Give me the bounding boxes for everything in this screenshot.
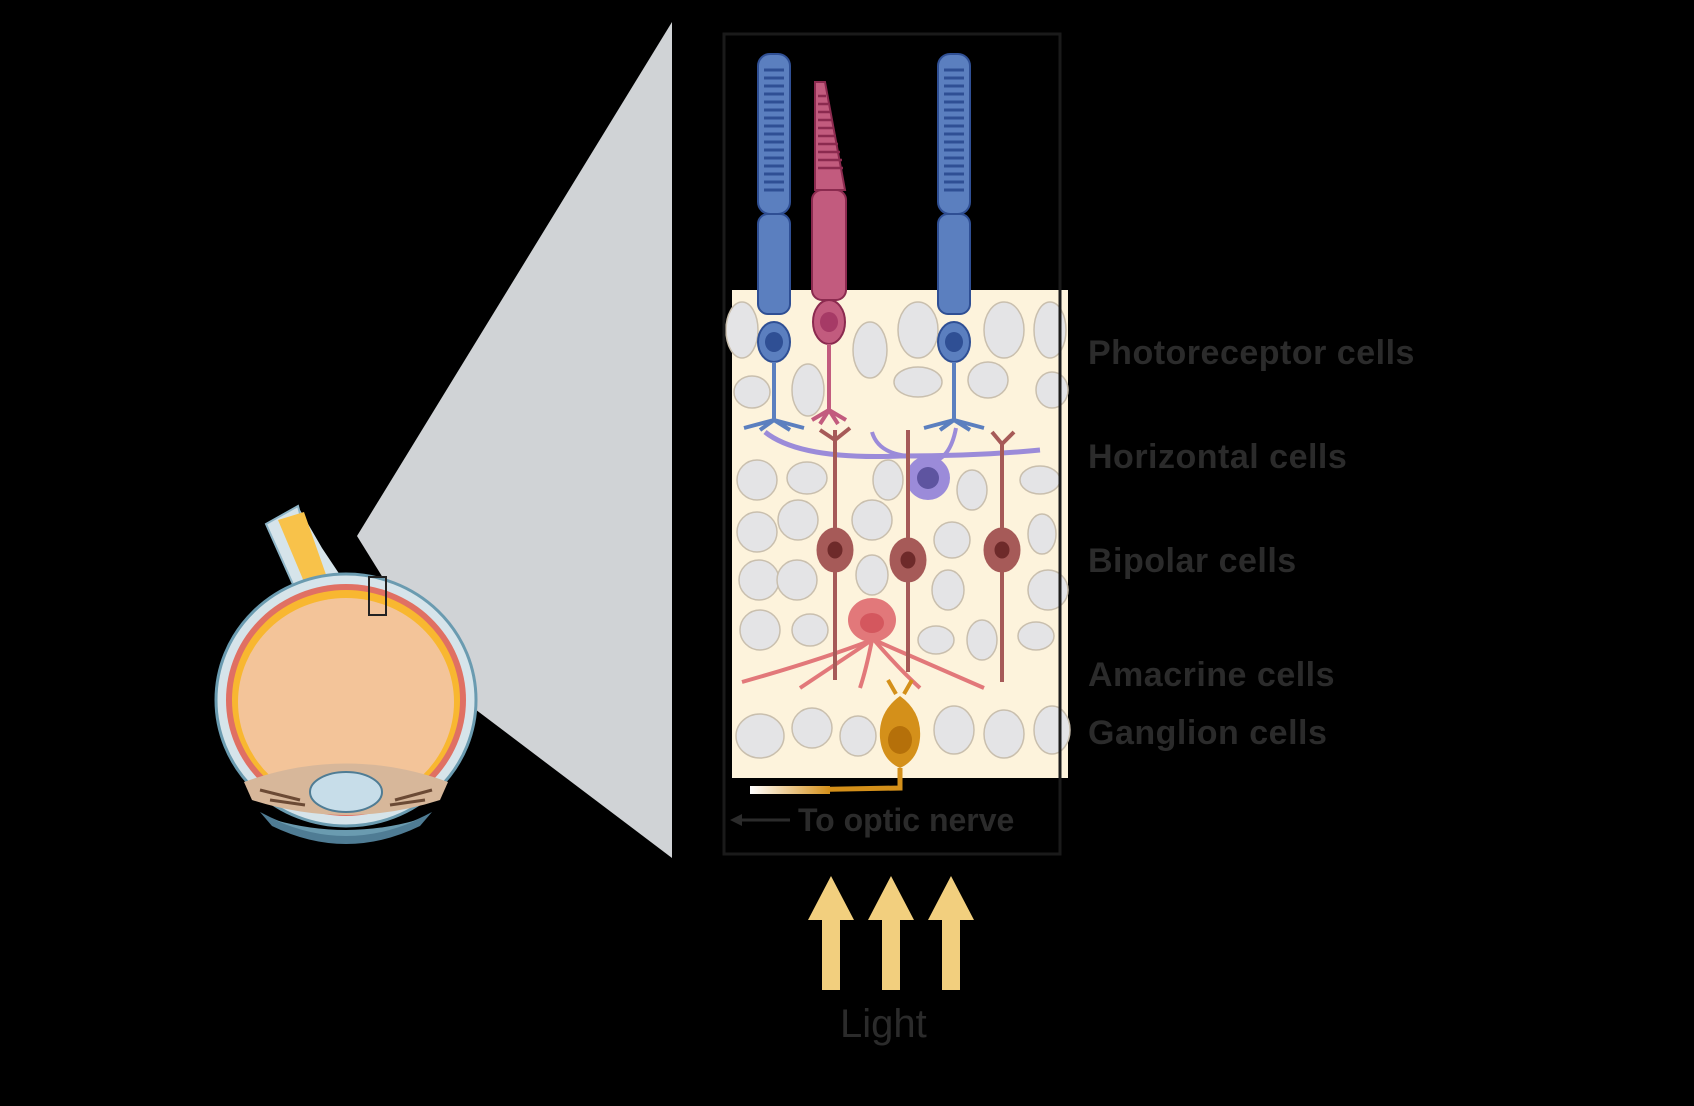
rod-photoreceptor <box>743 53 805 432</box>
label-ganglion-cells: Ganglion cells <box>1088 714 1328 752</box>
light-arrow-icon <box>928 876 974 990</box>
cone-photoreceptor <box>810 81 848 426</box>
label-photoreceptor-cells: Photoreceptor cells <box>1088 334 1415 372</box>
horizontal-cell <box>906 456 950 500</box>
eye-cross-section <box>214 504 478 844</box>
label-amacrine-cells: Amacrine cells <box>1088 656 1336 694</box>
label-to-optic-nerve: To optic nerve <box>798 802 1015 838</box>
amacrine-processes <box>741 638 985 690</box>
amacrine-cell <box>848 598 896 642</box>
rod-photoreceptor <box>923 53 985 432</box>
light-arrow-icon <box>808 876 854 990</box>
label-bipolar-cells: Bipolar cells <box>1088 542 1297 580</box>
light-arrows <box>808 876 974 990</box>
retina-inset <box>722 32 1071 856</box>
selection-rectangle <box>368 576 387 616</box>
background-nuclei <box>725 301 1071 759</box>
inset-frame <box>722 32 1062 856</box>
label-horizontal-cells: Horizontal cells <box>1088 438 1348 476</box>
label-light: Light <box>840 1002 927 1046</box>
bipolar-cells <box>816 426 1021 682</box>
light-arrow-icon <box>868 876 914 990</box>
